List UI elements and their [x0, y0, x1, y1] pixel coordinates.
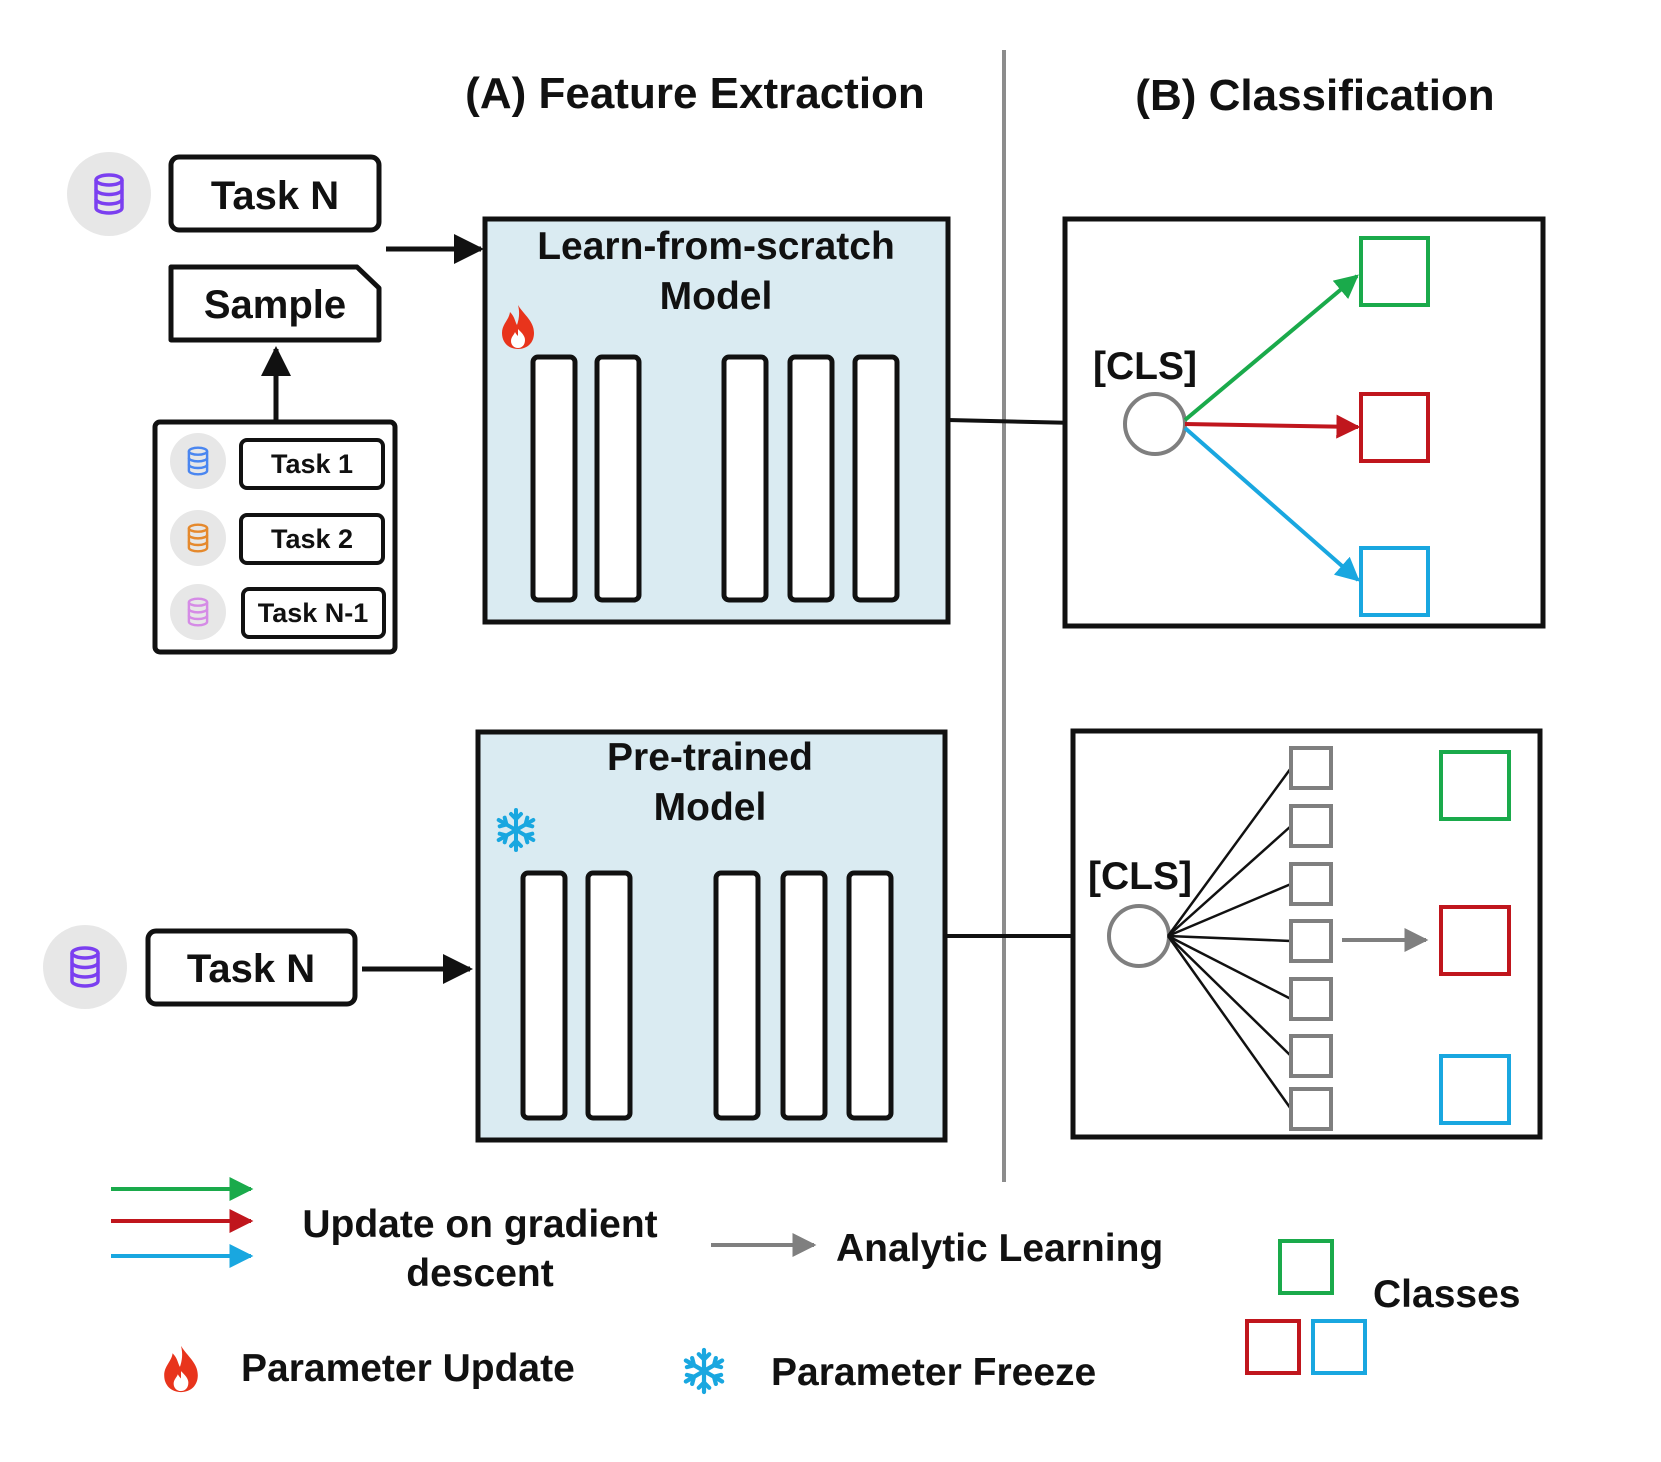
hidden-node: [1289, 862, 1333, 906]
top-task-n-group: Task N: [67, 152, 382, 236]
top-class-green: [1359, 236, 1430, 307]
legend-param-update-label: Parameter Update: [241, 1347, 575, 1390]
top-layer-2: [594, 354, 642, 603]
legend-class-blue: [1311, 1319, 1367, 1375]
task1-label: Task 1: [271, 449, 353, 479]
legend-analytic-label: Analytic Learning: [836, 1227, 1163, 1270]
bottom-task-n-label: Task N: [187, 947, 315, 991]
legend-class-green: [1278, 1239, 1334, 1295]
hidden-node: [1289, 919, 1333, 963]
legend-fire-icon: [164, 1345, 198, 1393]
bottom-cls-node: [1107, 904, 1171, 968]
top-classification-panel: [CLS]: [1062, 216, 1546, 629]
top-red-arrow: [1184, 414, 1361, 439]
taskn1-box: [241, 587, 386, 639]
top-blue-arrow: [1183, 426, 1360, 582]
bottom-layer-1: [520, 870, 568, 1121]
top-task-n-label: Task N: [211, 174, 339, 218]
task1-box: [239, 438, 385, 490]
taskn1-label: Task N-1: [258, 598, 369, 628]
legend-classes-label: Classes: [1373, 1273, 1520, 1316]
hidden-node: [1289, 746, 1333, 790]
top-layer-1: [530, 354, 578, 603]
learn-from-scratch-model: Learn-from-scratch Model: [482, 216, 951, 625]
bottom-layer-5: [846, 870, 894, 1121]
legend: Update on gradient descent Analytic Lear…: [111, 1177, 1520, 1394]
top-model-title-line2: Model: [660, 275, 773, 318]
bottom-class-red: [1439, 905, 1511, 976]
bottom-classification-panel: [CLS]: [1070, 728, 1543, 1140]
top-cls-label: [CLS]: [1093, 345, 1197, 388]
bottom-task-n-group: Task N: [43, 925, 358, 1009]
top-layer-4: [787, 354, 835, 603]
top-layer-5: [852, 354, 900, 603]
legend-class-red: [1245, 1319, 1301, 1375]
legend-gradient-line2: descent: [406, 1252, 553, 1295]
bottom-class-green: [1439, 750, 1511, 821]
top-layer-3: [721, 354, 769, 603]
bottom-model-title-line2: Model: [654, 786, 767, 829]
top-task-n-box: [168, 154, 382, 233]
classification-heading: (B) Classification: [1135, 71, 1494, 120]
bottom-task-n-box: [145, 928, 358, 1007]
top-green-arrow: [1183, 274, 1359, 422]
feature-extraction-heading: (A) Feature Extraction: [465, 69, 925, 118]
hidden-nodes: [1289, 746, 1333, 1131]
top-class-red: [1359, 392, 1430, 463]
sample-label: Sample: [204, 283, 346, 327]
bottom-class-blue: [1439, 1054, 1511, 1125]
pretrained-model: Pre-trained Model: [475, 729, 948, 1143]
top-class-blue: [1359, 546, 1430, 617]
fanout-lines: [1166, 767, 1293, 1110]
hidden-node: [1289, 804, 1333, 848]
bottom-layer-4: [780, 870, 828, 1121]
memory-buffer: Task 1 Task 2 Task N-1: [152, 419, 398, 655]
bottom-model-title-line1: Pre-trained: [607, 736, 813, 779]
bottom-layer-2: [585, 870, 633, 1121]
top-model-title-line1: Learn-from-scratch: [537, 225, 895, 268]
task2-box: [239, 513, 385, 565]
hidden-node: [1289, 1034, 1333, 1078]
sample-box: Sample: [168, 264, 382, 343]
legend-param-freeze-label: Parameter Freeze: [771, 1351, 1096, 1394]
legend-gradient-line1: Update on gradient: [302, 1203, 657, 1246]
hidden-node: [1289, 1087, 1333, 1131]
hidden-node: [1289, 977, 1333, 1021]
top-cls-node: [1123, 392, 1187, 456]
bottom-layer-3: [713, 870, 761, 1121]
legend-snowflake-icon: [686, 1350, 722, 1392]
bottom-cls-label: [CLS]: [1088, 855, 1192, 898]
task2-label: Task 2: [271, 524, 353, 554]
